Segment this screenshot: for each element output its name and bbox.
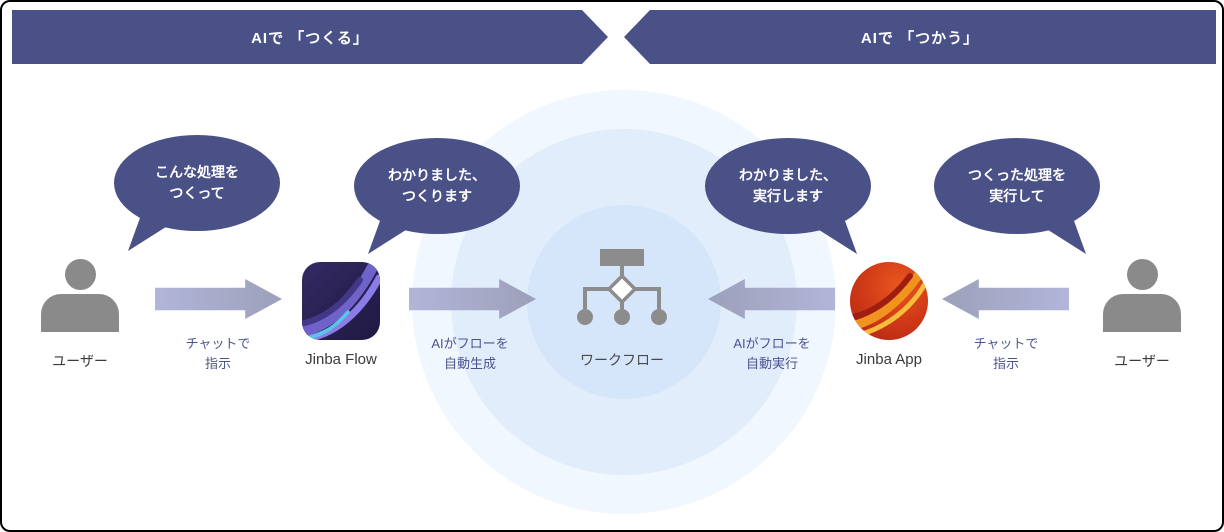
- arrow-label-line: 指示: [204, 356, 231, 372]
- speech-bubble-tail: [368, 220, 412, 254]
- user-right: ユーザー: [1102, 259, 1182, 371]
- bubble-text-line: つくって: [169, 185, 225, 201]
- banner-ai-use-label: AIで 「つかう」: [860, 29, 980, 47]
- banner-ai-create: AIで 「つくる」: [12, 10, 608, 64]
- speech-bubble-run-request: つくった処理を 実行して: [934, 138, 1100, 254]
- person-icon: [64, 259, 96, 290]
- user-left: ユーザー: [40, 259, 120, 371]
- arrow-left-icon: [942, 279, 1069, 319]
- person-icon: [41, 294, 119, 332]
- banner-ai-create-label: AIで 「つくる」: [251, 29, 369, 47]
- user-right-label: ユーザー: [1114, 353, 1170, 369]
- speech-bubble-create-reply: わかりました、 つくります: [354, 138, 520, 254]
- arrow-label-auto-run: AIがフローを 自動実行: [702, 334, 842, 374]
- bubble-text-line: 実行します: [753, 188, 823, 204]
- bubble-text-line: こんな処理を: [155, 164, 239, 180]
- jinba-flow-label: Jinba Flow: [305, 351, 377, 368]
- banner-ai-use: AIで 「つかう」: [624, 10, 1216, 64]
- arrow-label-line: 自動生成: [443, 356, 496, 372]
- speech-bubble-tail: [1042, 220, 1086, 254]
- user-left-label: ユーザー: [52, 353, 108, 369]
- arrow-label-chat-instruct-left: チャットで 指示: [148, 334, 288, 374]
- arrow-label-line: 自動実行: [745, 356, 798, 372]
- arrow-label-chat-instruct-right: チャットで 指示: [936, 334, 1076, 374]
- workflow-label: ワークフロー: [580, 352, 664, 368]
- jinba-app-icon: [850, 262, 928, 340]
- jinba-flow-app-icon: [302, 262, 380, 340]
- arrow-label-auto-generate: AIがフローを 自動生成: [400, 334, 540, 374]
- arrow-label-line: チャットで: [185, 336, 251, 351]
- speech-bubble-tail: [128, 217, 172, 251]
- arrow-label-line: AIがフローを: [733, 336, 811, 351]
- bubble-text-line: わかりました、: [388, 167, 486, 183]
- person-icon: [1126, 259, 1158, 290]
- arrow-label-line: チャットで: [973, 336, 1039, 351]
- person-icon: [1103, 294, 1181, 332]
- workflow-diagram-icon: [577, 249, 667, 325]
- bubble-text-line: つくった処理を: [968, 167, 1066, 183]
- flame-stripes-icon: [850, 265, 928, 338]
- speech-bubble-create-request: こんな処理を つくって: [114, 135, 280, 251]
- bubble-text-line: わかりました、: [739, 167, 837, 183]
- jinba-app-label: Jinba App: [856, 351, 922, 368]
- arrow-label-line: 指示: [992, 356, 1019, 372]
- arrow-label-line: AIがフローを: [431, 336, 509, 351]
- flow-stripes-icon: [302, 262, 380, 340]
- arrow-right-icon: [155, 279, 282, 319]
- speech-bubble-run-reply: わかりました、 実行します: [705, 138, 871, 254]
- bubble-text-line: 実行して: [989, 188, 1045, 204]
- bubble-text-line: つくります: [402, 188, 472, 204]
